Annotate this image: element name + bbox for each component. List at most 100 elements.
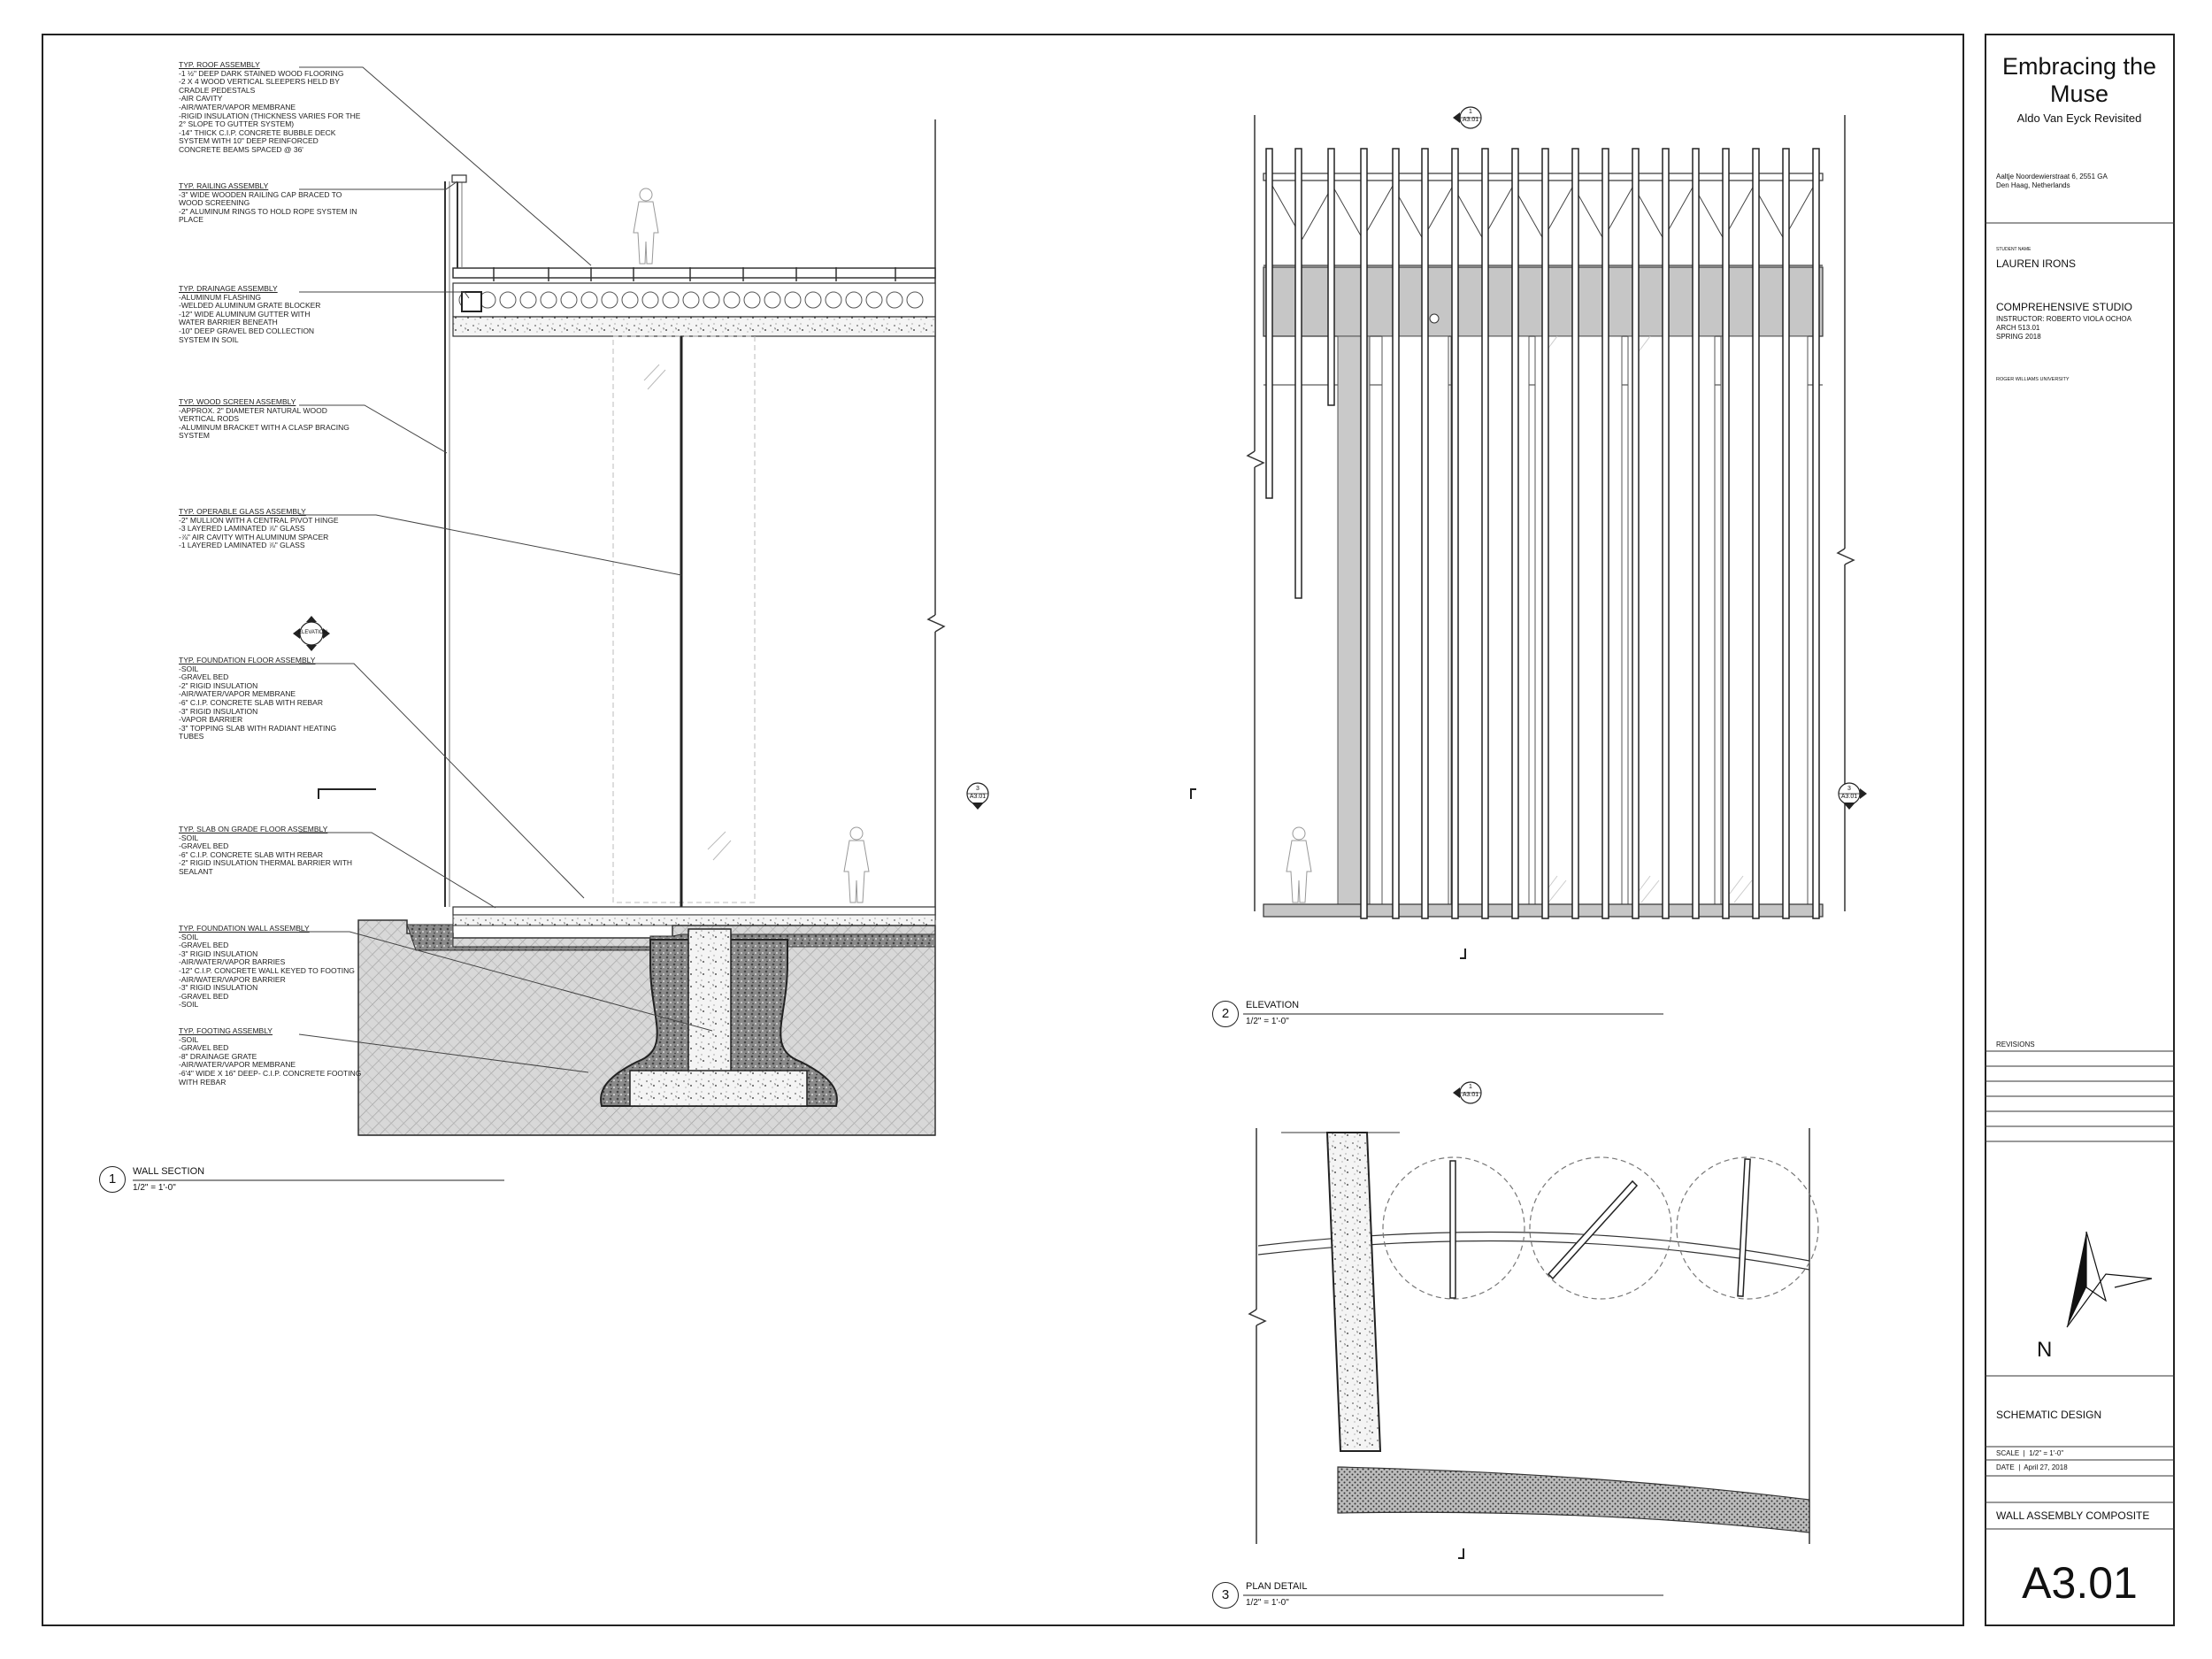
annotation-heading: TYP. FOUNDATION FLOOR ASSEMBLY <box>179 656 316 664</box>
annotation-line: -GRAVEL BED <box>179 941 229 950</box>
annotation-line: -2" RIGID INSULATION <box>179 680 258 690</box>
annotation-line: -3 LAYERED LAMINATED ⅞" GLASS <box>179 524 305 534</box>
section-marker-right-elev <box>1838 782 1867 810</box>
annotation-footing-assembly: TYP. FOOTING ASSEMBLY -SOIL-GRAVEL BED-8… <box>179 1026 362 1087</box>
date-value: April 27, 2018 <box>2024 1463 2068 1471</box>
annotation-heading: TYP. FOUNDATION WALL ASSEMBLY <box>179 924 310 933</box>
annotation-line: -2" RIGID INSULATION THERMAL BARRIER WIT… <box>179 858 353 868</box>
plan-detail-view <box>1248 1128 1819 1559</box>
annotation-line: -8" DRAINAGE GRATE <box>179 1051 257 1061</box>
annotation-foundation-floor-assembly: TYP. FOUNDATION FLOOR ASSEMBLY -SOIL-GRA… <box>179 656 337 741</box>
annotation-line: WATER BARRIER BENEATH <box>179 318 278 327</box>
address-line-1: Aaltje Noordewierstraat 6, 2551 GA <box>1996 173 2108 180</box>
annotation-heading: TYP. FOOTING ASSEMBLY <box>179 1026 273 1035</box>
annotation-heading: TYP. RAILING ASSEMBLY <box>179 181 269 190</box>
annotation-heading: TYP. OPERABLE GLASS ASSEMBLY <box>179 507 306 516</box>
north-arrow-icon <box>2066 1231 2153 1328</box>
annotation-line: -SOIL <box>179 932 199 941</box>
annotation-line: -2" MULLION WITH A CENTRAL PIVOT HINGE <box>179 515 339 525</box>
scale-label: SCALE <box>1996 1449 2020 1457</box>
annotation-line: -2" ALUMINUM RINGS TO HOLD ROPE SYSTEM I… <box>179 206 357 216</box>
annotation-wood-screen-assembly: TYP. WOOD SCREEN ASSEMBLY -APPROX. 2" DI… <box>179 397 349 441</box>
annotation-line: -SOIL <box>179 833 199 842</box>
annotation-line: -3" RIGID INSULATION <box>179 949 258 958</box>
annotation-line: -14" THICK C.I.P. CONCRETE BUBBLE DECK <box>179 127 336 137</box>
view-scale-wall-section: 1/2" = 1'-0" <box>133 1183 176 1193</box>
annotation-operable-glass-assembly: TYP. OPERABLE GLASS ASSEMBLY -2" MULLION… <box>179 507 339 550</box>
elevation-tag-label: ELEVATION <box>298 630 327 635</box>
annotation-line: PLACE <box>179 215 204 225</box>
view-scale-plan-detail: 1/2" = 1'-0" <box>1246 1598 1289 1608</box>
annotation-heading: TYP. ROOF ASSEMBLY <box>179 60 260 69</box>
student-label: STUDENT NAME <box>1996 247 2032 252</box>
annotation-line: WOOD SCREENING <box>179 198 250 208</box>
drawing-frame <box>42 34 1964 1626</box>
annotation-line: -3" RIGID INSULATION <box>179 706 258 716</box>
annotation-line: SYSTEM <box>179 431 210 441</box>
north-label: N <box>2037 1338 2053 1362</box>
annotation-line: -6'4" WIDE X 16" DEEP- C.I.P. CONCRETE F… <box>179 1068 362 1078</box>
course-code: ARCH 513.01 <box>1996 324 2040 332</box>
annotation-line: -GRAVEL BED <box>179 841 229 851</box>
annotation-line: -10" DEEP GRAVEL BED COLLECTION <box>179 326 315 335</box>
course-name: COMPREHENSIVE STUDIO <box>1996 301 2133 313</box>
view-number-3: 3 <box>1212 1582 1239 1609</box>
annotation-line: SYSTEM IN SOIL <box>179 334 239 344</box>
annotation-line: -APPROX. 2" DIAMETER NATURAL WOOD <box>179 405 327 415</box>
revisions-label: REVISIONS <box>1996 1041 2035 1048</box>
annotation-line: -VAPOR BARRIER <box>179 715 243 725</box>
annotation-line: TUBES <box>179 732 204 741</box>
marker-ref-sheet: A3.01 <box>1462 117 1479 123</box>
annotation-roof-assembly: TYP. ROOF ASSEMBLY -1 ½" DEEP DARK STAIN… <box>179 60 361 155</box>
wall-section-view <box>298 66 946 1136</box>
annotation-line: VERTICAL RODS <box>179 414 240 424</box>
annotation-heading: TYP. SLAB ON GRADE FLOOR ASSEMBLY <box>179 825 328 833</box>
annotation-line: CONCRETE BEAMS SPACED @ 36' <box>179 144 303 154</box>
annotation-line: -6" C.I.P. CONCRETE SLAB WITH REBAR <box>179 849 323 859</box>
marker-ref-number: 3 <box>976 786 979 792</box>
annotation-line: -1 LAYERED LAMINATED ⅞" GLASS <box>179 541 305 550</box>
annotation-line: -GRAVEL BED <box>179 991 229 1001</box>
section-marker-wall <box>966 782 989 810</box>
annotation-drainage-assembly: TYP. DRAINAGE ASSEMBLY -ALUMINUM FLASHIN… <box>179 284 320 344</box>
elevation-tag-marker <box>293 616 330 651</box>
annotation-line: -2 X 4 WOOD VERTICAL SLEEPERS HELD BY <box>179 77 340 87</box>
annotation-line: -SOIL <box>179 1034 199 1044</box>
annotation-line: -3" TOPPING SLAB WITH RADIANT HEATING <box>179 723 337 733</box>
marker-ref-sheet: A3.01 <box>969 794 987 800</box>
phase: SCHEMATIC DESIGN <box>1996 1409 2102 1421</box>
annotation-slab-on-grade-assembly: TYP. SLAB ON GRADE FLOOR ASSEMBLY -SOIL-… <box>179 825 353 877</box>
annotation-line: 2° SLOPE TO GUTTER SYSTEM) <box>179 119 295 129</box>
annotation-line: -ALUMINUM FLASHING <box>179 292 262 302</box>
annotation-line: -12" C.I.P. CONCRETE WALL KEYED TO FOOTI… <box>179 965 355 975</box>
sheet-number: A3.01 <box>2022 1558 2138 1608</box>
marker-ref-number: 1 <box>1469 109 1472 115</box>
annotation-line: WITH REBAR <box>179 1077 227 1087</box>
project-title: Embracing the Muse <box>2001 53 2157 107</box>
annotation-line: -RIGID INSULATION (THICKNESS VARIES FOR … <box>179 111 361 120</box>
annotation-line: -3" WIDE WOODEN RAILING CAP BRACED TO <box>179 189 342 199</box>
annotation-line: -6" C.I.P. CONCRETE SLAB WITH REBAR <box>179 697 323 707</box>
project-subtitle: Aldo Van Eyck Revisited <box>2016 111 2142 125</box>
annotation-line: -1 ½" DEEP DARK STAINED WOOD FLOORING <box>179 68 344 78</box>
annotation-line: -AIR/WATER/VAPOR MEMBRANE <box>179 102 296 111</box>
annotation-line: -AIR/WATER/VAPOR BARRIER <box>179 974 286 984</box>
date-label: DATE <box>1996 1463 2015 1471</box>
title-block-frame <box>1985 34 2175 1626</box>
annotation-line: SEALANT <box>179 866 213 876</box>
address-line-2: Den Haag, Netherlands <box>1996 181 2070 189</box>
annotation-foundation-wall-assembly: TYP. FOUNDATION WALL ASSEMBLY -SOIL-GRAV… <box>179 924 355 1010</box>
annotation-railing-assembly: TYP. RAILING ASSEMBLY -3" WIDE WOODEN RA… <box>179 181 357 225</box>
student-name: LAUREN IRONS <box>1996 257 2077 270</box>
marker-ref-number: 3 <box>1847 786 1851 792</box>
view-number-2: 2 <box>1212 1001 1239 1027</box>
term: SPRING 2018 <box>1996 333 2041 341</box>
annotation-line: -GRAVEL BED <box>179 672 229 682</box>
annotation-line: -⅞" AIR CAVITY WITH ALUMINUM SPACER <box>179 532 329 541</box>
annotation-line: -AIR/WATER/VAPOR BARRIES <box>179 957 286 967</box>
